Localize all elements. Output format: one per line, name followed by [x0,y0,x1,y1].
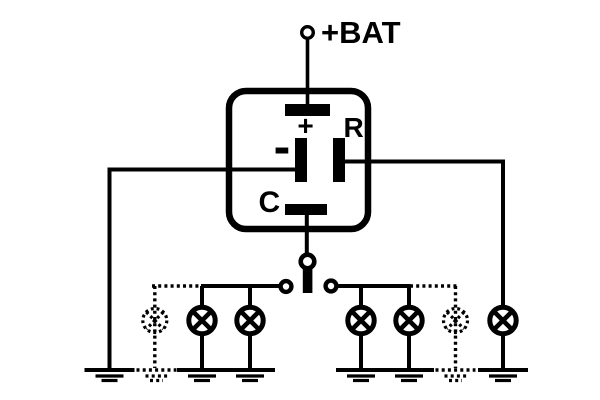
minus-to-ground-wire [107,167,295,370]
lamps [141,307,516,333]
battery-label: +BAT [321,15,401,50]
ground-icon [334,368,388,383]
lamp-icon [490,307,516,333]
relay-outline [225,87,372,233]
terminal-bar-plus [285,104,330,116]
lamp-icon [348,307,374,333]
optional-ground-icon [134,368,179,383]
grounds [82,368,530,383]
switch-pivot-icon [298,252,317,271]
switch-contact-left-icon [278,278,294,295]
ground-icon [175,368,229,383]
flasher-switch [278,252,339,295]
terminal-plus-label: + [297,110,313,141]
switch-lever-icon [302,268,313,293]
ground-icon [82,368,137,383]
ground-icon [382,368,436,383]
terminal-bar-r [333,138,345,182]
terminal-r-label: R [344,112,364,143]
switch-contact-right-icon [323,278,339,294]
optional-ground-icon [433,368,478,383]
r-to-lamp-wire [345,159,505,370]
relay-box: + R - C [225,87,372,233]
terminal-bar-c [285,204,327,215]
lamp-icon [189,307,215,333]
terminal-minus-label: - [274,119,291,175]
battery-terminal-icon [300,25,316,41]
terminal-c-label: C [259,186,281,219]
terminal-bar-minus [295,138,307,182]
battery-terminal: +BAT [300,15,401,50]
ground-icon [476,368,530,383]
lamp-icon [396,307,422,333]
ground-icon [223,368,277,383]
lamp-icon [237,307,263,333]
